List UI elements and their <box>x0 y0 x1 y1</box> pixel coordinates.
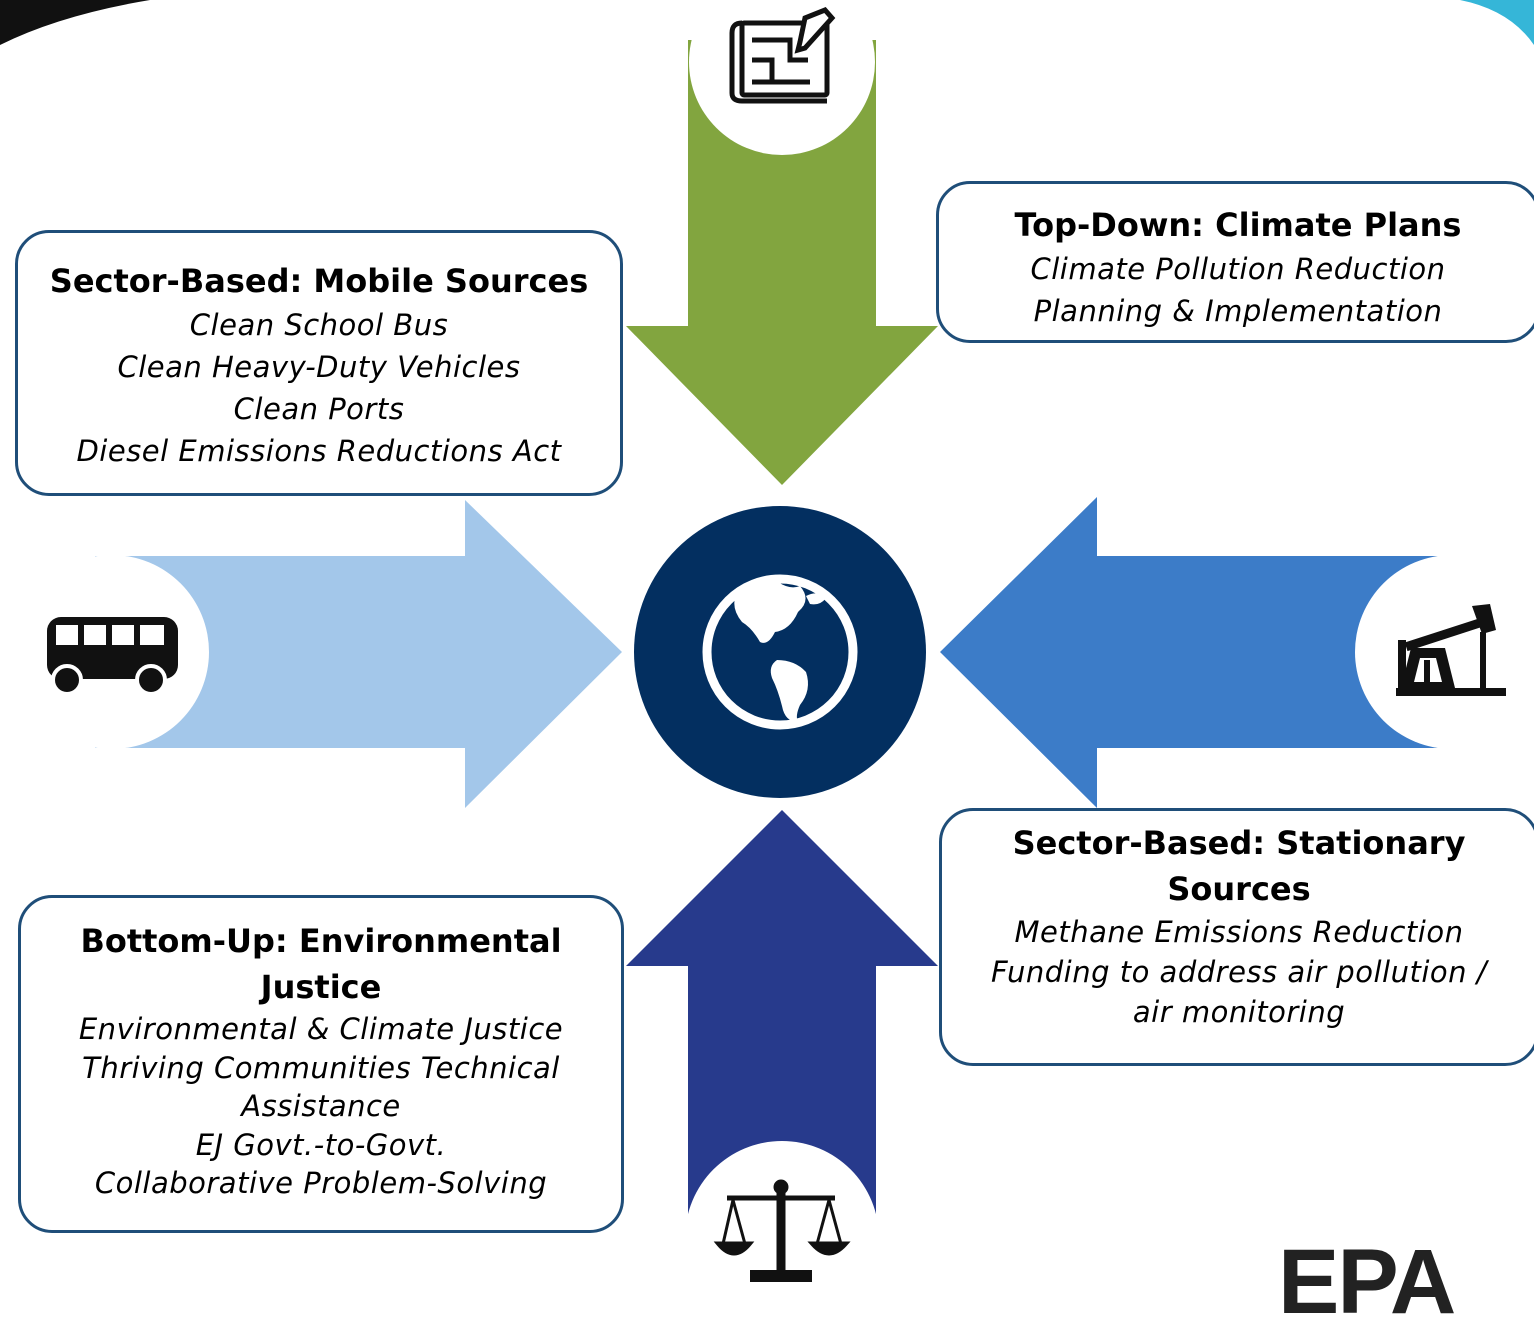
arrow-left <box>95 500 622 808</box>
ej-item: EJ Govt.-to-Govt. <box>195 1127 447 1162</box>
arrows-diagram <box>47 7 1506 1282</box>
ej-item: Collaborative Problem-Solving <box>94 1166 548 1200</box>
environmental-justice-title: Justice <box>260 968 382 1006</box>
climate-plans-item: Planning & Implementation <box>1033 294 1443 328</box>
epa-logo: EPA <box>1278 1231 1456 1333</box>
top-right-swoosh <box>1460 0 1534 45</box>
stationary-item: Methane Emissions Reduction <box>1014 915 1464 949</box>
center-circle <box>634 506 926 798</box>
background-decoration <box>0 0 1534 45</box>
mobile-item: Diesel Emissions Reductions Act <box>76 434 562 468</box>
top-left-swoosh <box>0 0 150 45</box>
arrow-right <box>940 497 1460 808</box>
mobile-item: Clean School Bus <box>189 308 449 342</box>
arrow-bottom <box>626 810 938 1250</box>
mobile-sources-title: Sector-Based: Mobile Sources <box>49 262 589 300</box>
climate-plans-item: Climate Pollution Reduction <box>1030 252 1446 286</box>
globe-icon <box>702 574 858 730</box>
blueprint-icon <box>729 7 836 104</box>
stationary-sources-title: Sources <box>1167 870 1311 908</box>
environmental-justice-title: Bottom-Up: Environmental <box>80 922 562 960</box>
environmental-justice-box: Bottom-Up: Environmental Justice Environ… <box>18 895 624 1233</box>
climate-plans-box: Top-Down: Climate Plans Climate Pollutio… <box>936 181 1534 343</box>
ej-item: Environmental & Climate Justice <box>78 1012 564 1046</box>
oil-pump-icon <box>1396 604 1506 696</box>
bus-icon <box>47 617 178 696</box>
stationary-sources-box: Sector-Based: Stationary Sources Methane… <box>939 808 1534 1066</box>
mobile-item: Clean Heavy-Duty Vehicles <box>117 350 521 384</box>
arrow-top <box>626 40 938 485</box>
mobile-item: Clean Ports <box>233 392 405 426</box>
ej-item: Assistance <box>241 1089 401 1123</box>
stationary-item: air monitoring <box>1132 995 1346 1029</box>
scales-icon <box>713 1179 851 1282</box>
mobile-sources-box: Sector-Based: Mobile Sources Clean Schoo… <box>15 230 623 496</box>
ej-item: Thriving Communities Technical <box>82 1050 560 1085</box>
stationary-item: Funding to address air pollution / <box>990 955 1487 989</box>
stationary-sources-title: Sector-Based: Stationary <box>1012 824 1466 862</box>
climate-plans-title: Top-Down: Climate Plans <box>1014 206 1462 244</box>
